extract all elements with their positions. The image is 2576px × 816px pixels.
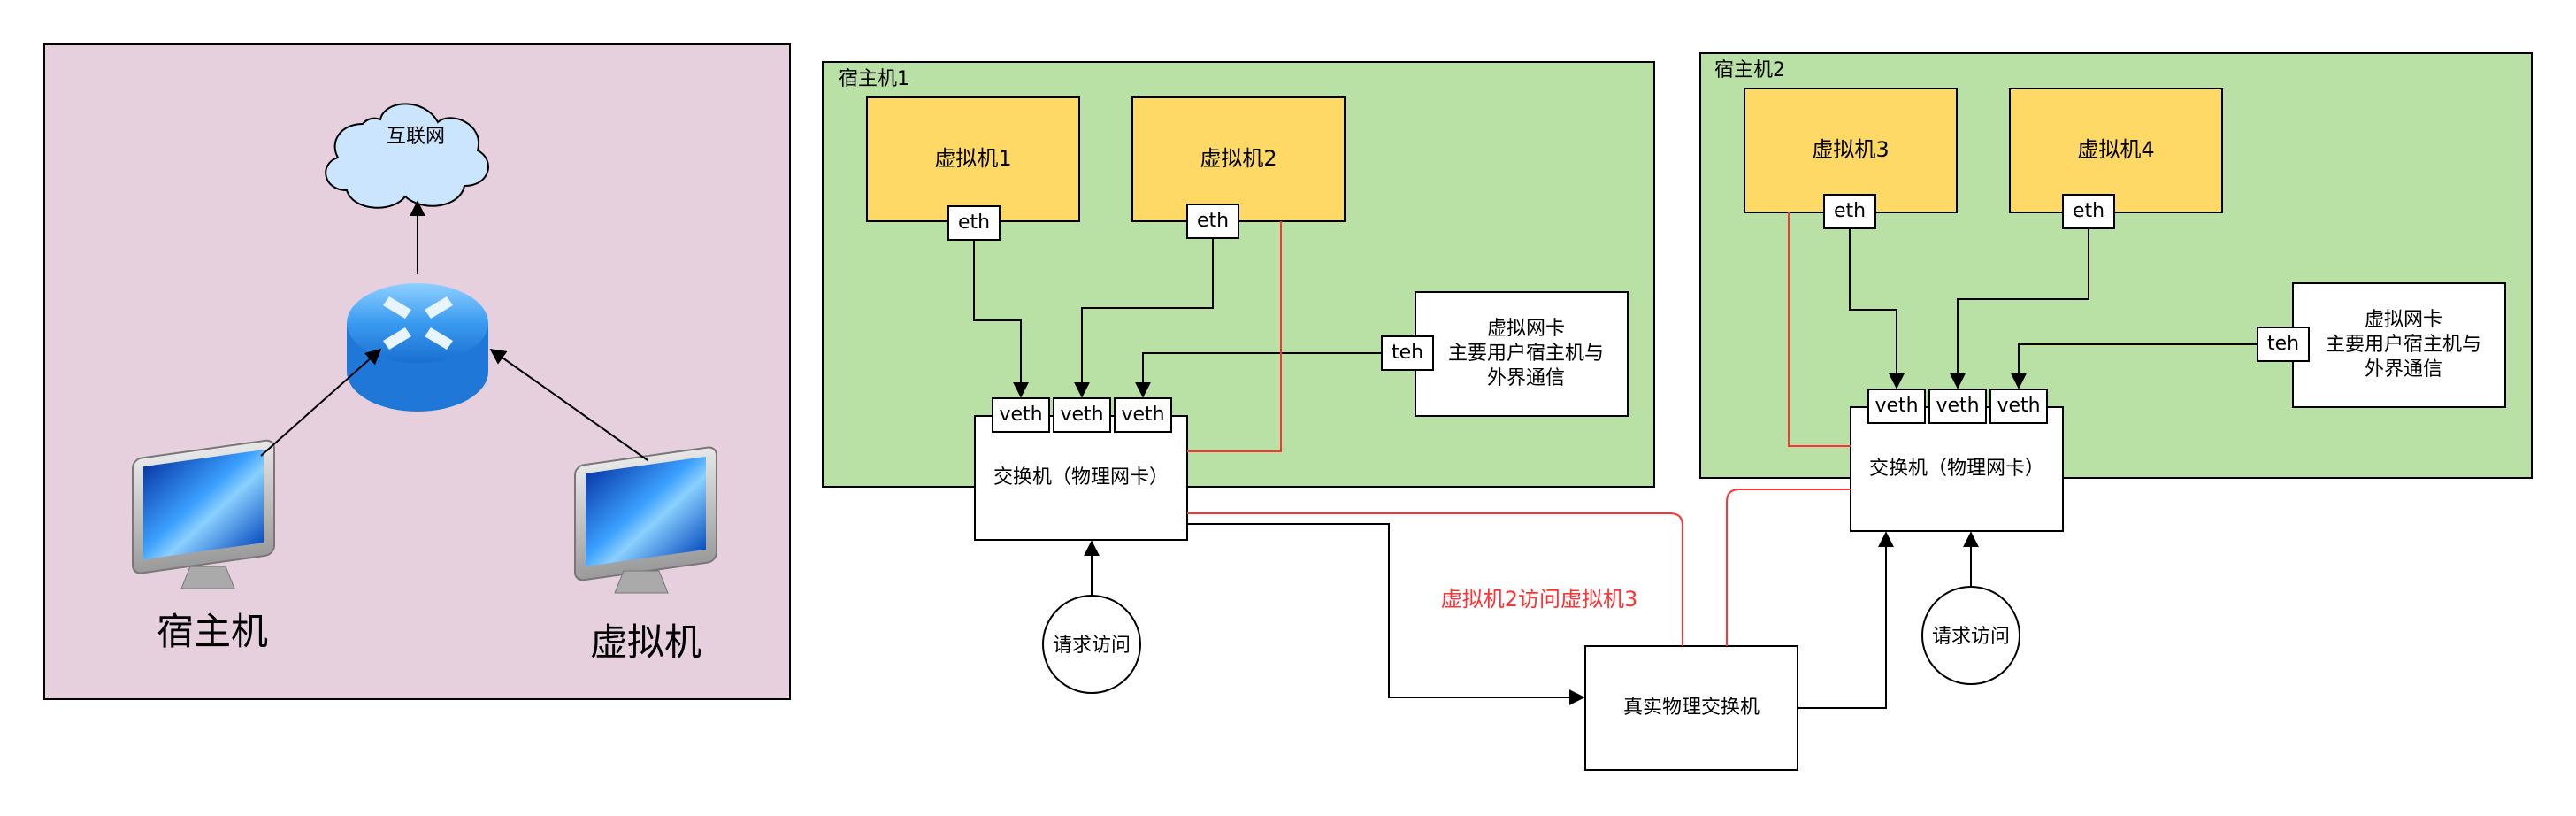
- host2-vnic-line3: 外界通信: [2365, 358, 2442, 381]
- host1-vnic-line2: 主要用户宿主机与: [1448, 343, 1604, 365]
- host1-veth-label-3: veth: [1121, 404, 1164, 426]
- physical-switch-label: 真实物理交换机: [1623, 697, 1760, 719]
- vm3-eth-port[interactable]: [1823, 194, 1876, 229]
- vm-computer-icon: [574, 446, 717, 594]
- vm4-box: [2009, 88, 2223, 213]
- vm-label: 虚拟机: [590, 620, 702, 664]
- host1-vnic-line1: 虚拟网卡: [1487, 318, 1565, 340]
- host1-title: 宿主机1: [839, 68, 909, 90]
- host1-veth-label-1: veth: [999, 404, 1042, 426]
- vm2-eth-port[interactable]: [1186, 204, 1239, 239]
- host2-vnic-box: [2292, 282, 2506, 408]
- vm2-box: [1131, 96, 1346, 222]
- host1-veth-port-2[interactable]: [1053, 397, 1111, 433]
- host2-vnic-line2: 主要用户宿主机与: [2326, 334, 2481, 356]
- vm4-eth-port[interactable]: [2062, 194, 2115, 229]
- host2-veth-port-1[interactable]: [1867, 389, 1926, 424]
- red-path-label: 虚拟机2访问虚拟机3: [1441, 587, 1638, 612]
- host1-teh-label: teh: [1392, 342, 1423, 364]
- host2-veth-port-2[interactable]: [1928, 389, 1987, 424]
- host2-title: 宿主机2: [1714, 59, 1785, 81]
- vm1-box: [866, 96, 1080, 222]
- host2-veth-label-1: veth: [1874, 395, 1918, 417]
- host1-request-label: 请求访问: [1053, 635, 1131, 657]
- host-computer-icon: [132, 439, 275, 589]
- host1-switch: [974, 415, 1188, 541]
- host2-veth-port-3[interactable]: [1990, 389, 2048, 424]
- host1-vnic-line3: 外界通信: [1487, 367, 1565, 389]
- vm1-eth-label: eth: [958, 212, 990, 234]
- host2-veth-label-2: veth: [1936, 395, 1979, 417]
- host2-veth-label-3: veth: [1997, 395, 2040, 417]
- internet-cloud: 互联网: [325, 103, 489, 209]
- host2-switch-label: 交换机（物理网卡）: [1869, 458, 2044, 480]
- host2-teh-label: teh: [2267, 333, 2299, 355]
- internet-label: 互联网: [387, 126, 445, 148]
- host2-request-label: 请求访问: [1932, 626, 2010, 648]
- host1-vnic-box: [1414, 291, 1629, 417]
- host-label: 宿主机: [157, 610, 268, 653]
- host2-vnic-line1: 虚拟网卡: [2365, 309, 2442, 331]
- host1-veth-port-1[interactable]: [992, 397, 1050, 433]
- vm2-label: 虚拟机2: [1200, 146, 1276, 171]
- host1-request-node[interactable]: [1042, 595, 1141, 694]
- router-icon: [347, 283, 488, 412]
- vm3-eth-label: eth: [1834, 200, 1866, 222]
- vm3-box: [1744, 88, 1958, 213]
- host1-switch-label: 交换机（物理网卡）: [993, 466, 1169, 489]
- vm2-eth-label: eth: [1197, 210, 1229, 232]
- vm4-label: 虚拟机4: [2077, 137, 2154, 162]
- vm1-label: 虚拟机1: [934, 146, 1011, 171]
- host2-switch: [1850, 406, 2064, 532]
- vm3-label: 虚拟机3: [1812, 137, 1889, 162]
- host1-veth-label-2: veth: [1060, 404, 1103, 426]
- vm4-eth-label: eth: [2073, 200, 2104, 222]
- host1-veth-port-3[interactable]: [1114, 397, 1172, 433]
- physical-switch-box: [1584, 645, 1798, 771]
- host2-request-node[interactable]: [1921, 586, 2020, 685]
